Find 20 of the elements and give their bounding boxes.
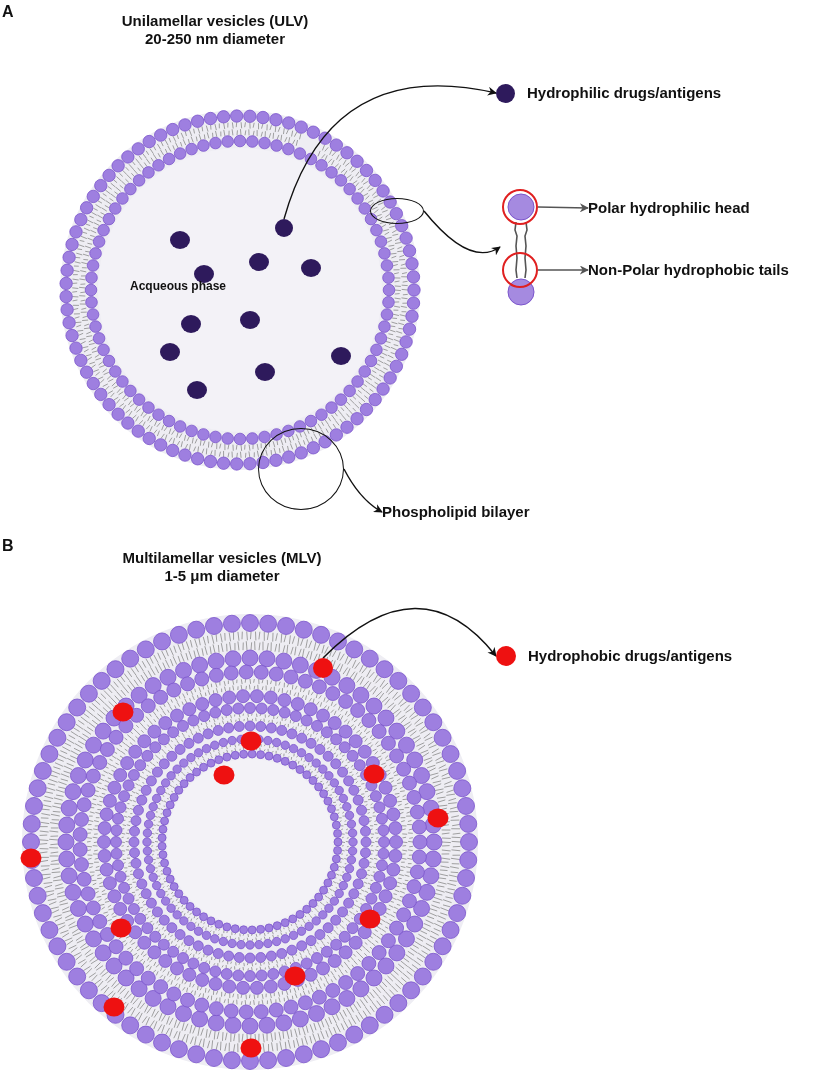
- arrow: [343, 468, 383, 513]
- panel-letter: A: [2, 2, 14, 22]
- highlight-ring: [502, 252, 538, 288]
- vesicle-title: 20-250 nm diameter: [144, 30, 286, 48]
- part-label: Phospholipid bilayer: [382, 503, 530, 521]
- part-label: Polar hydrophilic head: [588, 199, 750, 217]
- region-label: Acqueous phase: [130, 279, 227, 293]
- vesicle-title: Unilamellar vesicles (ULV): [121, 12, 309, 30]
- legend-text: Hydrophilic drugs/antigens: [527, 84, 722, 102]
- vesicle-title: 1-5 μm diameter: [164, 567, 280, 585]
- arrow: [537, 203, 589, 213]
- panel-letter: B: [2, 536, 14, 556]
- highlight-ring: [502, 189, 538, 225]
- arrow: [423, 210, 501, 255]
- vesicle-title: Multilamellar vesicles (MLV): [122, 549, 322, 567]
- arrow: [322, 607, 497, 659]
- arrow: [537, 265, 589, 275]
- part-label: Non-Polar hydrophobic tails: [588, 261, 789, 279]
- arrow: [283, 85, 497, 220]
- legend-text: Hydrophobic drugs/antigens: [528, 647, 733, 665]
